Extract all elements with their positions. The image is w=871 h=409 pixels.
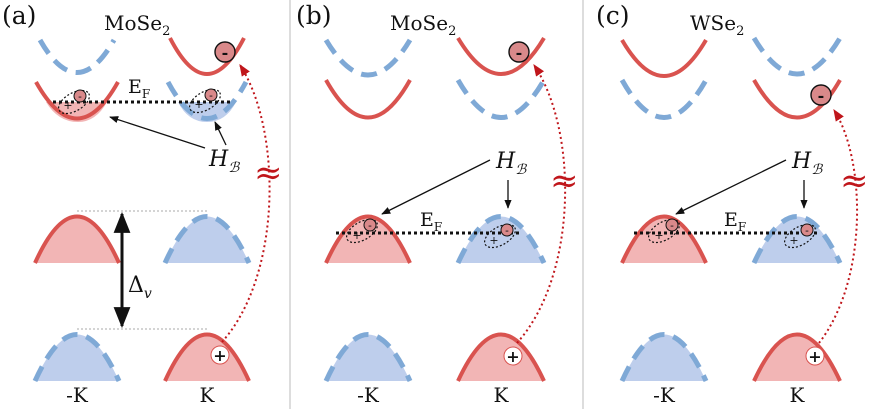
panel-letter: (a) bbox=[2, 1, 36, 30]
valence-band-dashed bbox=[323, 332, 413, 383]
electron-sign: - bbox=[209, 89, 213, 102]
electron-sign: - bbox=[670, 219, 674, 232]
interaction-arrow bbox=[381, 159, 491, 215]
electron-circle bbox=[214, 41, 236, 63]
hole-sign: + bbox=[808, 347, 821, 366]
conduction-band-lower-solid bbox=[34, 81, 120, 121]
hole-sign: + bbox=[213, 346, 226, 365]
approx-symbol: ≈ bbox=[840, 161, 869, 201]
electron-circle bbox=[73, 89, 87, 103]
valence-band-solid bbox=[324, 214, 412, 264]
valence-band-dashed bbox=[162, 214, 252, 265]
optical-transition-arrow bbox=[221, 63, 271, 343]
optical-transition-arrow bbox=[516, 64, 567, 344]
hole-sign: + bbox=[489, 234, 498, 247]
conduction-band-lower-dashed bbox=[619, 78, 709, 120]
hole-sign: + bbox=[506, 347, 519, 366]
material-label: WSe2 bbox=[690, 11, 744, 39]
electron-circle bbox=[500, 223, 514, 237]
splitting-label: Δv bbox=[128, 273, 152, 302]
valley-label-minus-k: -K bbox=[653, 383, 676, 407]
valley-label-minus-k: -K bbox=[66, 383, 89, 407]
conduction-band-upper-dashed bbox=[37, 38, 117, 75]
conduction-band-filled-pocket bbox=[46, 102, 107, 122]
valence-band-dashed bbox=[455, 214, 547, 265]
interaction-arrow bbox=[675, 159, 787, 215]
electron-circle bbox=[204, 88, 218, 102]
conduction-band-upper-dashed bbox=[751, 36, 843, 77]
fermi-level-label: EF bbox=[724, 209, 746, 234]
valence-band-dashed bbox=[751, 214, 843, 265]
valence-band-solid bbox=[752, 332, 842, 382]
electron-sign: - bbox=[368, 219, 372, 232]
electron-circle bbox=[363, 218, 377, 232]
panel-letter: (b) bbox=[296, 1, 332, 30]
valley-label-k: K bbox=[790, 383, 806, 407]
panel-b: (b) MoSe2 - EF - + - + Hℬ bbox=[296, 1, 579, 407]
hole-circle bbox=[805, 346, 825, 366]
panel-c: (c) WSe2 - EF - + - + Hℬ bbox=[596, 1, 869, 407]
conduction-band-filled-pocket bbox=[178, 102, 236, 122]
hole-circle bbox=[210, 345, 230, 365]
hole-sign: + bbox=[352, 229, 361, 242]
interaction-arrow bbox=[214, 121, 227, 146]
conduction-band-upper-dashed bbox=[323, 38, 413, 78]
panel-letter: (c) bbox=[596, 1, 630, 30]
valley-label-k: K bbox=[200, 383, 216, 407]
electron-sign: - bbox=[222, 43, 229, 62]
valley-label-minus-k: -K bbox=[357, 383, 380, 407]
fermi-level-label: EF bbox=[128, 76, 150, 101]
hole-sign: + bbox=[63, 99, 72, 112]
valence-band-solid bbox=[456, 332, 546, 382]
valence-band-solid bbox=[620, 214, 708, 264]
valley-label-k: K bbox=[494, 383, 510, 407]
electron-sign: - bbox=[505, 224, 509, 237]
hole-sign: + bbox=[789, 234, 798, 247]
conduction-band-upper-solid bbox=[168, 37, 246, 76]
conduction-band-lower-dashed bbox=[165, 80, 249, 121]
electron-sign: - bbox=[78, 90, 82, 103]
conduction-band-lower-dashed bbox=[455, 78, 547, 120]
approx-symbol: ≈ bbox=[550, 161, 579, 201]
electron-circle bbox=[508, 41, 530, 63]
approx-symbol: ≈ bbox=[254, 153, 283, 193]
hole-sign: + bbox=[194, 98, 203, 111]
exciton-ellipse bbox=[58, 89, 90, 115]
electron-circle bbox=[810, 84, 832, 106]
conduction-band-lower-solid bbox=[324, 79, 412, 120]
berry-interaction-label: Hℬ bbox=[791, 149, 823, 178]
berry-interaction-label: Hℬ bbox=[208, 147, 240, 176]
optical-transition-arrow bbox=[818, 108, 859, 344]
hole-sign: + bbox=[654, 229, 663, 242]
berry-interaction-label: Hℬ bbox=[495, 149, 527, 178]
valence-band-dashed bbox=[32, 332, 122, 383]
valence-band-solid bbox=[163, 332, 251, 382]
electron-sign: - bbox=[516, 43, 523, 62]
exciton-ellipse bbox=[346, 218, 378, 244]
material-label: MoSe2 bbox=[390, 11, 456, 39]
electron-sign: - bbox=[818, 86, 825, 105]
conduction-band-upper-solid bbox=[620, 38, 708, 78]
conduction-band-upper-solid bbox=[456, 36, 546, 76]
electron-sign: - bbox=[805, 224, 809, 237]
valence-band-dashed bbox=[619, 332, 709, 383]
valence-band-solid bbox=[33, 214, 121, 264]
panel-a: (a) MoSe2 EF - + - + - Hℬ bbox=[2, 1, 283, 407]
electron-circle bbox=[800, 223, 814, 237]
valence-band-fill bbox=[754, 216, 840, 263]
fermi-level-label: EF bbox=[420, 209, 442, 234]
interaction-arrow bbox=[109, 116, 206, 149]
valence-band-fill bbox=[458, 216, 544, 263]
electron-circle bbox=[665, 218, 679, 232]
hole-circle bbox=[503, 346, 523, 366]
exciton-ellipse bbox=[189, 88, 221, 114]
material-label: MoSe2 bbox=[104, 11, 170, 39]
